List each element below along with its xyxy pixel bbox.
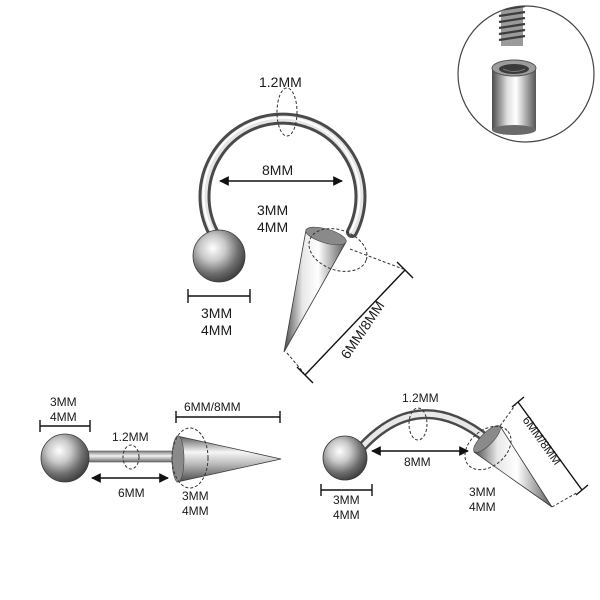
curved-ball-label-2: 4MM (333, 508, 360, 522)
horseshoe-spike (283, 226, 347, 353)
curved-spike-length-label: 6MM/8MM (520, 414, 565, 468)
straight-barbell (40, 433, 282, 483)
thread-detail-inset (457, 5, 595, 143)
horseshoe-spike-base-label-2: 4MM (257, 219, 288, 235)
straight-spike-base-callout (171, 427, 209, 489)
horseshoe-diameter-label: 8MM (262, 162, 293, 178)
horseshoe-ball-label-1: 3MM (201, 305, 232, 321)
straight-bar-length-label: 6MM (118, 486, 145, 500)
curved-barbell (322, 409, 553, 508)
straight-wire-callout (122, 444, 140, 470)
straight-spike-base-label-1: 3MM (182, 489, 209, 503)
curved-spike-base-label-1: 3MM (469, 485, 496, 499)
straight-spike-base-label-2: 4MM (182, 504, 209, 518)
straight-ball-label-2: 4MM (50, 410, 77, 424)
threaded-tube-icon (491, 59, 537, 135)
curved-bar-length-label: 8MM (404, 455, 431, 469)
horseshoe-wire-callout (276, 87, 298, 137)
horseshoe-ball (192, 229, 246, 283)
horseshoe-spike-base-label-1: 3MM (257, 202, 288, 218)
horseshoe-spike-length-dim (286, 248, 414, 384)
horseshoe-ring (198, 112, 367, 238)
horseshoe-spike-length-label: 6MM/8MM (337, 298, 387, 362)
straight-ball-label-1: 3MM (50, 395, 77, 409)
curved-ball-label-1: 3MM (333, 493, 360, 507)
horseshoe-ball-label-2: 4MM (201, 322, 232, 338)
horseshoe-wire-label: 1.2MM (259, 74, 302, 90)
curved-spike-base-label-2: 4MM (469, 500, 496, 514)
threaded-screw-icon (498, 6, 526, 46)
curved-spike-base-callout (464, 425, 512, 471)
straight-spike-length-label: 6MM/8MM (184, 400, 241, 414)
straight-wire-label: 1.2MM (112, 430, 149, 444)
curved-wire-callout (408, 407, 428, 441)
curved-wire-label: 1.2MM (402, 391, 439, 405)
curved-spike-length-dim (499, 396, 589, 508)
